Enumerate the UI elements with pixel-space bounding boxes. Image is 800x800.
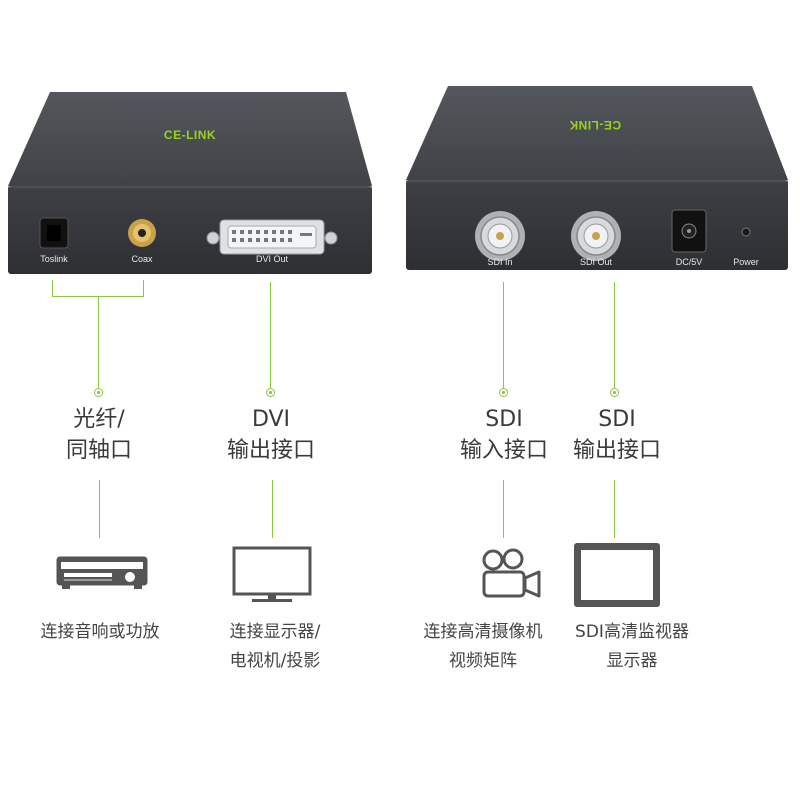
audio-callout-line1: 光纤/ <box>73 407 125 432</box>
dvi-leader-line <box>270 282 271 388</box>
video-camera-icon <box>482 548 541 598</box>
sdi-in-caption: 连接高清摄像机 视频矩阵 <box>383 618 583 676</box>
right-device-body <box>406 86 788 270</box>
sdi-out-leader-line <box>614 282 615 388</box>
sdi-in-caption-line1: 连接高清摄像机 <box>423 622 543 642</box>
right-brand-logo: CE-LINK <box>568 118 622 132</box>
sdi-in-port-callout: SDI 输入接口 <box>429 404 579 466</box>
monitor-icon <box>232 546 312 602</box>
audio-bracket-right <box>143 280 144 297</box>
dvi-port-callout: DVI 输出接口 <box>196 404 346 466</box>
sdi-out-lower-line <box>614 480 615 538</box>
dvi-leader-dot <box>266 388 275 397</box>
dvi-lower-line <box>272 480 273 538</box>
sdi-out-caption: SDI高清监视器 显示器 <box>532 618 732 676</box>
left-device: CE-LINK Toslink Coax DVI Out <box>0 0 400 290</box>
dvi-out-port-label: DVI Out <box>255 254 288 264</box>
sdi-in-lower-line <box>503 480 504 538</box>
sdi-in-callout-line2: 输入接口 <box>459 438 548 463</box>
right-device: CE-LINK SDI In SDI Out DC/5V Power <box>400 0 800 290</box>
sdi-in-leader-line <box>503 282 504 388</box>
sdi-out-port-callout: SDI 输出接口 <box>542 404 692 466</box>
audio-leader-line <box>98 296 99 388</box>
left-device-body <box>8 92 372 274</box>
dvi-caption-line1: 连接显示器/ <box>229 622 321 642</box>
sdi-out-caption-line1: SDI高清监视器 <box>575 622 689 642</box>
dvi-callout-line1: DVI <box>251 407 291 432</box>
sdi-out-callout-line2: 输出接口 <box>572 438 661 463</box>
audio-leader-dot <box>94 388 103 397</box>
audio-callout-line2: 同轴口 <box>65 438 132 463</box>
sdi-in-port-label: SDI In <box>487 257 513 267</box>
sdi-in-callout-line1: SDI <box>485 407 523 432</box>
tablet-monitor-icon <box>574 543 660 607</box>
dvi-caption-line2: 电视机/投影 <box>229 651 321 671</box>
audio-caption-line1: 连接音响或功放 <box>40 622 160 642</box>
left-brand-logo: CE-LINK <box>163 128 217 142</box>
sdi-out-caption-line2: 显示器 <box>606 651 658 671</box>
sdi-out-callout-line1: SDI <box>598 407 636 432</box>
audio-bracket-left <box>52 280 53 297</box>
audio-port-callout: 光纤/ 同轴口 <box>24 404 174 466</box>
audio-caption: 连接音响或功放 <box>0 618 200 647</box>
sdi-in-caption-line2: 视频矩阵 <box>449 651 517 671</box>
sdi-in-leader-dot <box>499 388 508 397</box>
toslink-port-label: Toslink <box>40 254 68 264</box>
audio-lower-line <box>99 480 100 538</box>
dvi-caption: 连接显示器/ 电视机/投影 <box>175 618 375 676</box>
sdi-out-port-label: SDI Out <box>579 257 612 267</box>
coax-port-label: Coax <box>131 254 153 264</box>
dc-port-label: DC/5V <box>675 257 703 267</box>
amplifier-icon <box>56 556 148 589</box>
power-led-label: Power <box>733 257 759 267</box>
dvi-callout-line2: 输出接口 <box>226 438 315 463</box>
sdi-out-leader-dot <box>610 388 619 397</box>
